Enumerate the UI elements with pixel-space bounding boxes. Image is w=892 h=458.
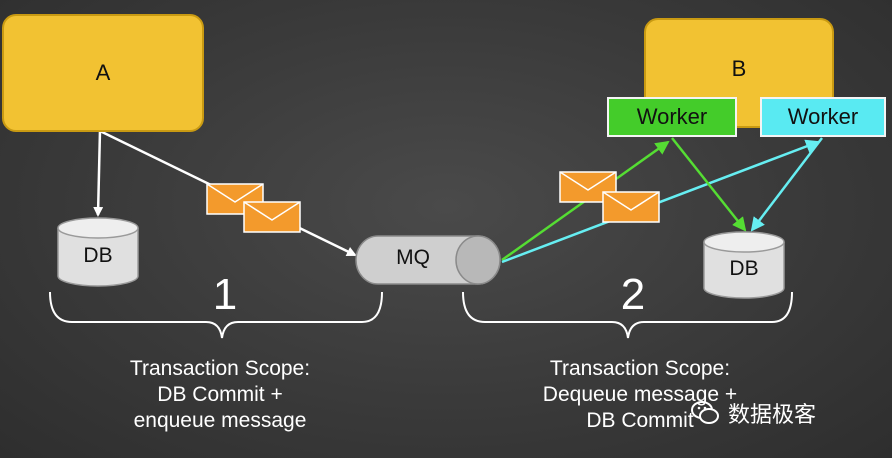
scope-number: 2 (620, 270, 646, 319)
scope-number: 1 (212, 270, 238, 319)
watermark-text: 数据极客 (728, 402, 817, 427)
arrow-mq-to-worker-2 (501, 139, 820, 264)
database-cylinder-2 (703, 231, 785, 299)
arrow-a-to-db (93, 129, 104, 217)
caption-line: DB Commit + (157, 383, 283, 406)
scope-brace-2 (462, 291, 793, 339)
watermark: 数据极客 (690, 394, 885, 432)
message-queue-label: MQ (396, 246, 430, 269)
database-label: DB (729, 257, 759, 280)
service-a-box: A (2, 14, 204, 132)
worker-label: Worker (636, 104, 708, 129)
caption-line: DB Commit (586, 409, 694, 432)
scope-caption-2: Transaction Scope: Dequeue message + DB … (480, 356, 800, 434)
database-cylinder-1 (57, 217, 139, 287)
worker-box-1: Worker (607, 97, 737, 137)
caption-line: Dequeue message + (542, 383, 738, 406)
service-b-label: B (731, 56, 747, 81)
envelope-icon (602, 191, 660, 223)
envelope-icon (206, 183, 264, 215)
scope-brace-1 (49, 291, 383, 339)
arrow-worker-1-to-db (671, 137, 747, 232)
caption-line: enqueue message (133, 409, 307, 432)
message-queue-cylinder (355, 235, 501, 285)
arrow-worker-2-to-db (750, 137, 823, 232)
envelope-icon (243, 201, 301, 233)
database-label: DB (83, 244, 113, 267)
service-a-label: A (95, 60, 111, 85)
scope-caption-1: Transaction Scope: DB Commit + enqueue m… (60, 356, 380, 434)
worker-box-2: Worker (760, 97, 886, 137)
caption-line: Transaction Scope: (129, 357, 311, 380)
worker-label: Worker (787, 104, 859, 129)
wechat-icon (691, 401, 719, 424)
caption-line: Transaction Scope: (549, 357, 731, 380)
